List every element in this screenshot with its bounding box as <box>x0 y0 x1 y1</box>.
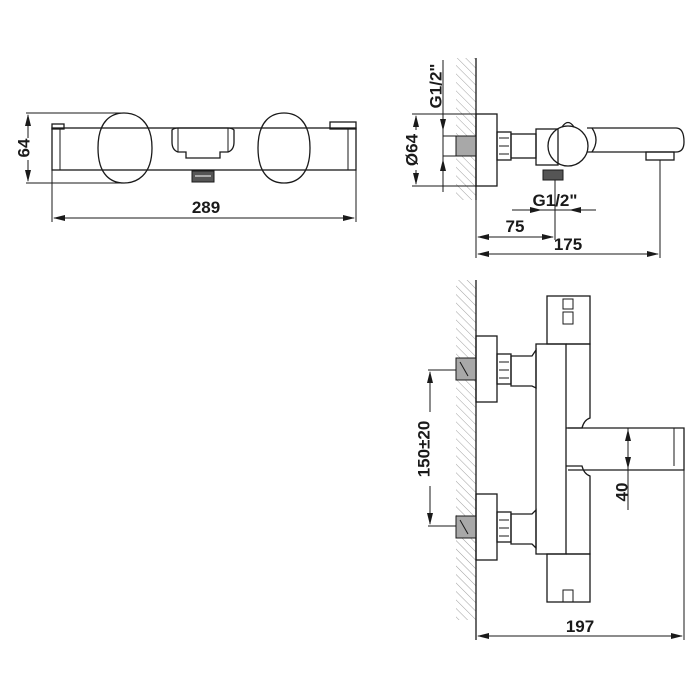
body-front <box>535 343 567 555</box>
inlet-pipe-lower <box>455 515 477 539</box>
escutcheon-lower <box>475 493 498 561</box>
inlet-pipe-side <box>455 135 477 157</box>
knob-side <box>547 125 589 167</box>
bottom-handle <box>546 553 591 603</box>
diverter-top <box>171 127 235 159</box>
body-side <box>535 128 559 166</box>
spout-aerator <box>645 151 675 161</box>
spout-front <box>568 427 685 471</box>
connector-side <box>510 133 537 159</box>
dim-width-289: 289 <box>192 198 220 217</box>
escutcheon-upper <box>475 335 498 403</box>
wall-hatch-front <box>456 280 476 620</box>
dim-inlet-spacing: 150±20 <box>415 421 434 478</box>
top-handle <box>546 295 591 345</box>
end-cap-left <box>51 123 65 130</box>
escutcheon-side <box>475 113 498 187</box>
dim-diameter-64: Ø64 <box>403 133 422 166</box>
outlet-thread-side <box>542 169 564 181</box>
front-view: 150±20 40 197 <box>414 280 685 640</box>
inlet-pipe-upper <box>455 357 477 381</box>
side-view: G1/2" Ø64 G1/2" 75 175 <box>402 58 685 258</box>
knob-left <box>97 112 153 184</box>
connector-lower <box>510 508 537 550</box>
connector-upper <box>510 347 537 390</box>
knob-right <box>257 112 311 184</box>
nut-upper <box>496 353 512 385</box>
end-cap-right <box>329 121 357 130</box>
dim-projection-175: 175 <box>554 235 582 254</box>
label-inlet-thread: G1/2" <box>427 64 446 109</box>
nut-lower <box>496 511 512 543</box>
spout-side <box>587 127 685 153</box>
dim-outlet-offset-75: 75 <box>506 217 525 236</box>
dim-height-64: 64 <box>15 138 34 157</box>
top-view: 64 289 <box>14 112 357 222</box>
wall-hatch-side <box>456 58 476 200</box>
dim-projection-197: 197 <box>566 617 594 636</box>
dim-spout-height-40: 40 <box>613 483 632 502</box>
